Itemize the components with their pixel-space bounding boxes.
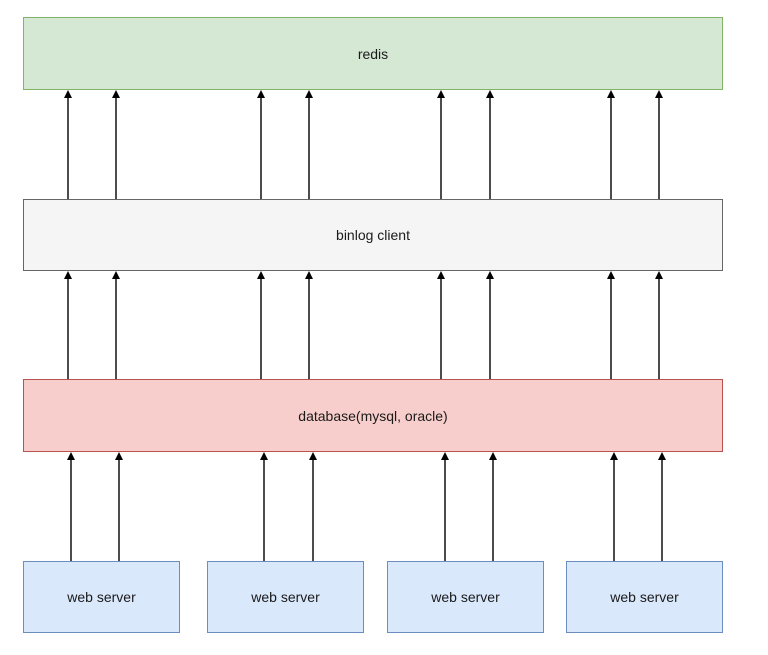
web-server-box-1: web server — [23, 561, 180, 633]
web-server-box-3: web server — [387, 561, 544, 633]
redis-label: redis — [357, 45, 389, 62]
database-label: database(mysql, oracle) — [298, 407, 448, 424]
web-server-label-3: web server — [431, 589, 500, 605]
web-server-label-2: web server — [251, 589, 320, 605]
web-server-label-4: web server — [610, 589, 679, 605]
redis-box: redis — [23, 17, 723, 90]
web-server-label-1: web server — [67, 589, 136, 605]
binlog-client-label: binlog client — [336, 227, 410, 243]
database-box: database(mysql, oracle) — [23, 379, 723, 452]
web-server-box-4: web server — [566, 561, 723, 633]
binlog-client-box: binlog client — [23, 199, 723, 271]
web-server-box-2: web server — [207, 561, 364, 633]
